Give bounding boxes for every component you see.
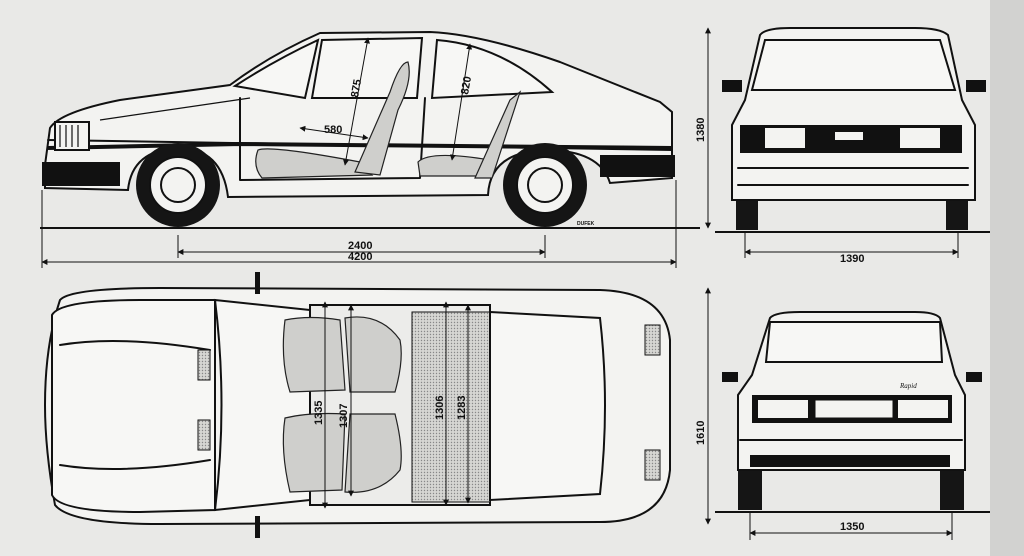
rear-hip-width-label: 1283 [456,396,468,420]
front-hip-width-label: 1307 [338,404,350,428]
front-view: 1390 [715,27,990,265]
rear-track-label: 1350 [840,521,864,533]
top-view: 1335 1307 1306 1283 1610 [43,272,711,538]
rear-headroom-label: 820 [459,75,474,95]
length-label: 4200 [348,251,372,263]
rear-shoulder-width-label: 1306 [434,396,446,420]
front-track-label: 1390 [840,253,864,265]
height-label: 1380 [695,118,707,142]
page-bleed-through [990,0,1024,556]
wheelbase-label: 2400 [348,240,372,252]
front-shoulder-width-label: 1335 [313,401,325,425]
rear-view: Rapid 1350 [715,311,990,540]
width-label: 1610 [695,421,707,445]
artist-signature: DUFEK [577,221,595,227]
side-view: DUFEK 875 820 580 1380 2400 4200 [40,27,711,268]
front-headroom-label: 875 [349,78,364,98]
model-badge: Rapid [899,382,917,390]
front-legroom-label: 580 [324,124,342,136]
